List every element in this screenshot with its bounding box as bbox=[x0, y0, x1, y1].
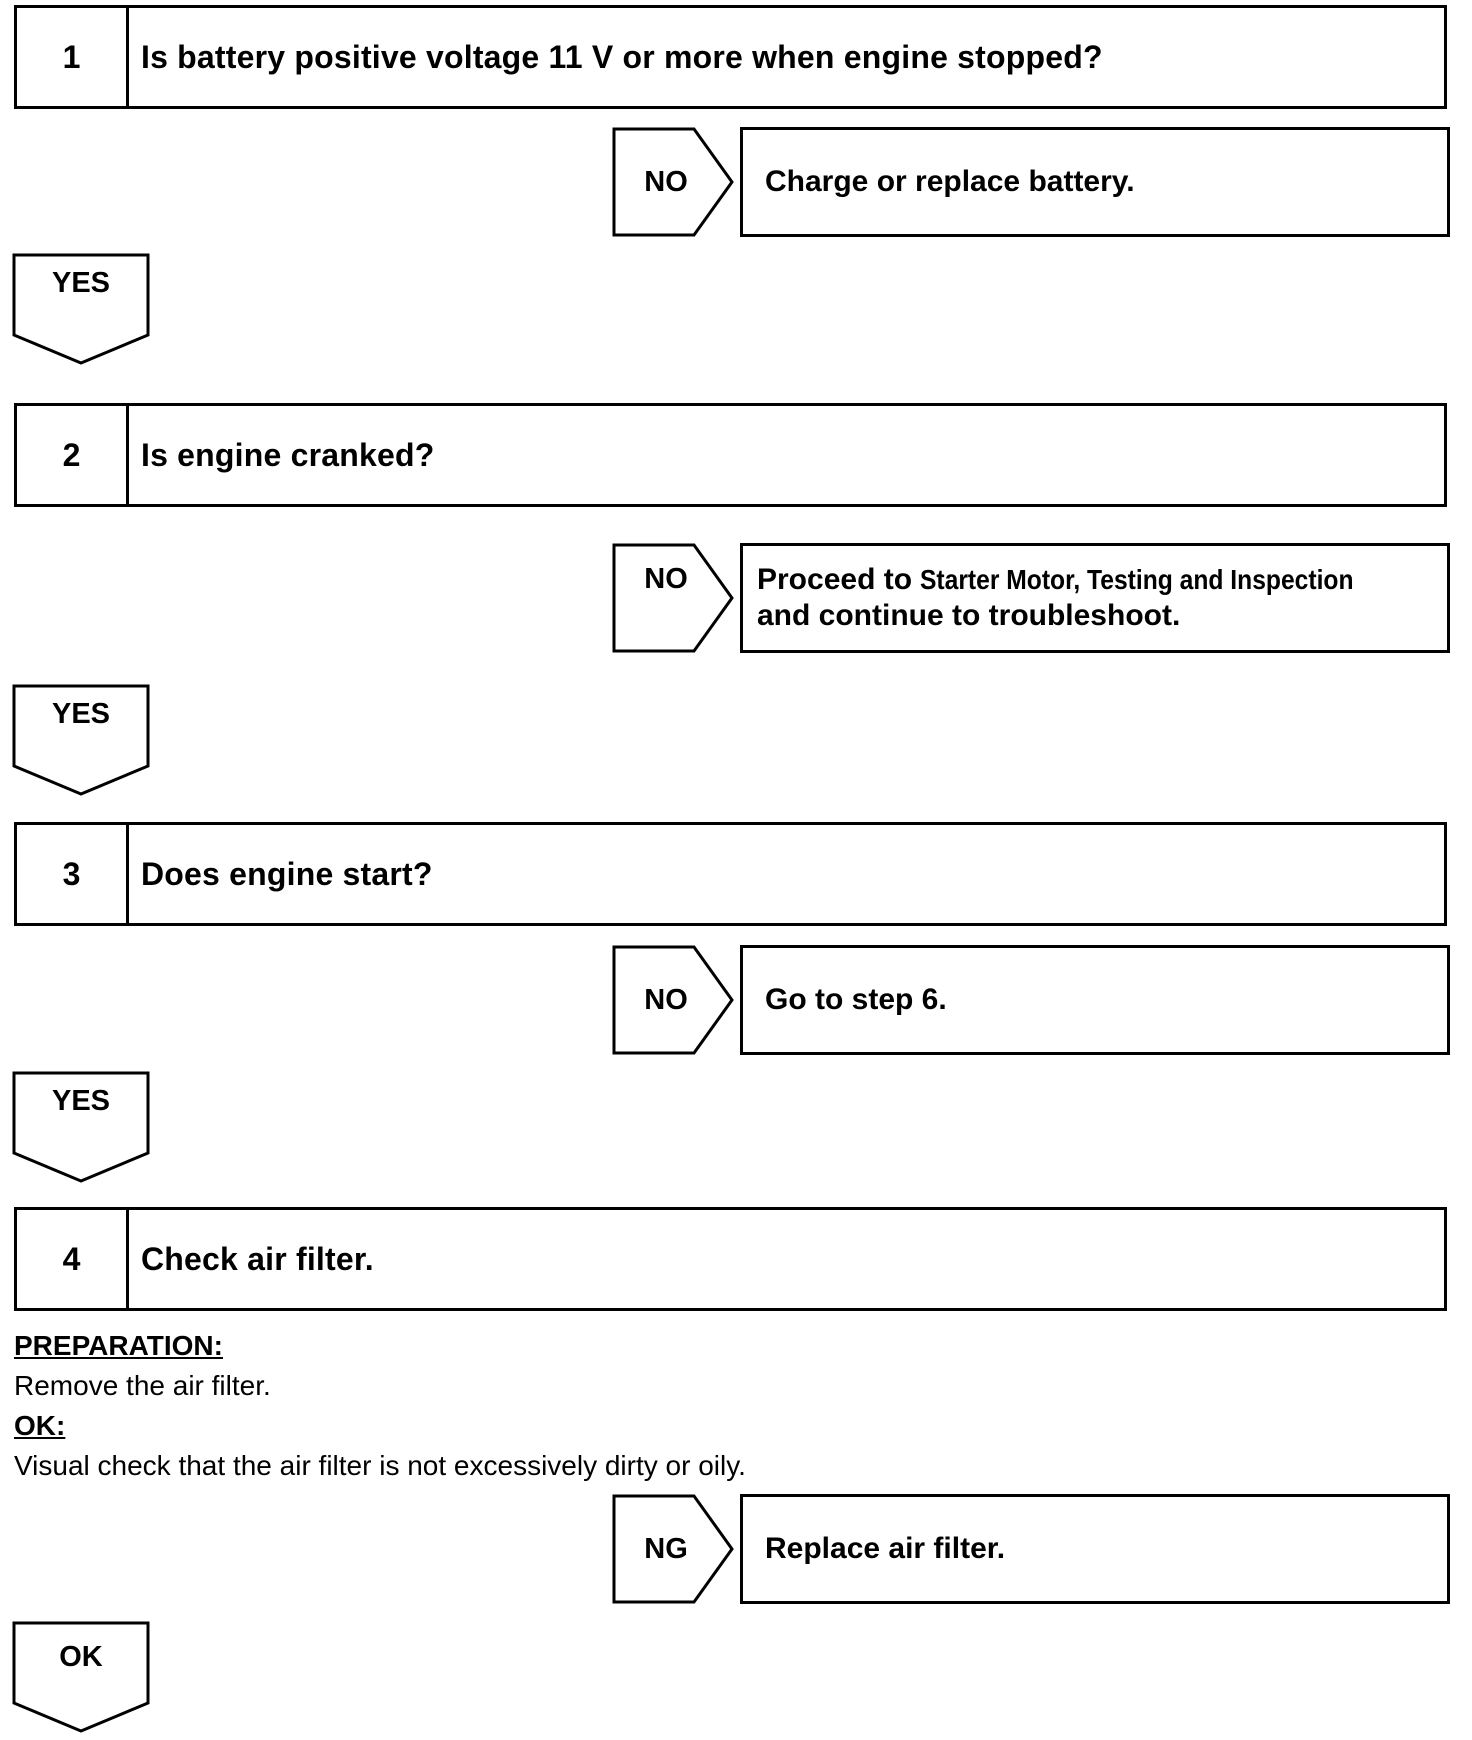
starter-motor-link[interactable]: Starter Motor, Testing and Inspection bbox=[920, 564, 1354, 595]
arrow-right-icon bbox=[612, 127, 734, 237]
step-4-notes: PREPARATION: Remove the air filter. OK: … bbox=[14, 1326, 746, 1486]
ok-text: Visual check that the air filter is not … bbox=[14, 1450, 746, 1481]
branch-result-1: Charge or replace battery. bbox=[740, 127, 1450, 237]
branch-result-line-1: Proceed to Starter Motor, Testing and In… bbox=[757, 562, 1413, 598]
branch-tag-4: NG bbox=[612, 1494, 736, 1604]
ok-heading: OK: bbox=[14, 1410, 66, 1441]
step-2-box: 2 Is engine cranked? bbox=[14, 403, 1447, 507]
preparation-heading: PREPARATION: bbox=[14, 1330, 223, 1361]
step-question: Check air filter. bbox=[141, 1240, 374, 1277]
step-number: 3 bbox=[17, 825, 129, 923]
step-4-box: 4 Check air filter. bbox=[14, 1207, 1447, 1311]
step-question: Is engine cranked? bbox=[141, 436, 435, 473]
continue-label: YES bbox=[51, 267, 111, 299]
continue-tag-3: YES bbox=[12, 1071, 150, 1183]
branch-result-2: Proceed to Starter Motor, Testing and In… bbox=[740, 543, 1450, 653]
step-number: 1 bbox=[17, 8, 129, 106]
branch-label: NO bbox=[644, 165, 688, 198]
branch-result-4: Replace air filter. bbox=[740, 1494, 1450, 1604]
branch-tag-2: NO bbox=[612, 543, 736, 653]
step-number: 2 bbox=[17, 406, 129, 504]
arrow-down-icon bbox=[12, 253, 150, 365]
continue-tag-4: OK bbox=[12, 1621, 150, 1733]
arrow-right-icon bbox=[612, 1494, 734, 1604]
branch-result-3: Go to step 6. bbox=[740, 945, 1450, 1055]
step-3-box: 3 Does engine start? bbox=[14, 822, 1447, 926]
arrow-down-icon bbox=[12, 1071, 150, 1183]
branch-label: NO bbox=[644, 983, 688, 1016]
preparation-text: Remove the air filter. bbox=[14, 1370, 271, 1401]
branch-label: NO bbox=[644, 563, 688, 595]
continue-label: OK bbox=[59, 1641, 103, 1673]
continue-tag-2: YES bbox=[12, 684, 150, 796]
arrow-down-icon bbox=[12, 684, 150, 796]
step-question: Is battery positive voltage 11 V or more… bbox=[141, 38, 1103, 75]
continue-tag-1: YES bbox=[12, 253, 150, 365]
arrow-right-icon bbox=[612, 945, 734, 1055]
arrow-down-icon bbox=[12, 1621, 150, 1733]
continue-label: YES bbox=[51, 698, 111, 730]
step-1-box: 1 Is battery positive voltage 11 V or mo… bbox=[14, 5, 1447, 109]
branch-label: NG bbox=[644, 1532, 688, 1565]
step-number: 4 bbox=[17, 1210, 129, 1308]
branch-tag-1: NO bbox=[612, 127, 736, 237]
step-question: Does engine start? bbox=[141, 855, 433, 892]
arrow-right-icon bbox=[612, 543, 734, 653]
branch-result-line-2: and continue to troubleshoot. bbox=[757, 599, 1181, 632]
branch-tag-3: NO bbox=[612, 945, 736, 1055]
result-prefix: Proceed to bbox=[757, 563, 913, 596]
continue-label: YES bbox=[51, 1085, 111, 1117]
